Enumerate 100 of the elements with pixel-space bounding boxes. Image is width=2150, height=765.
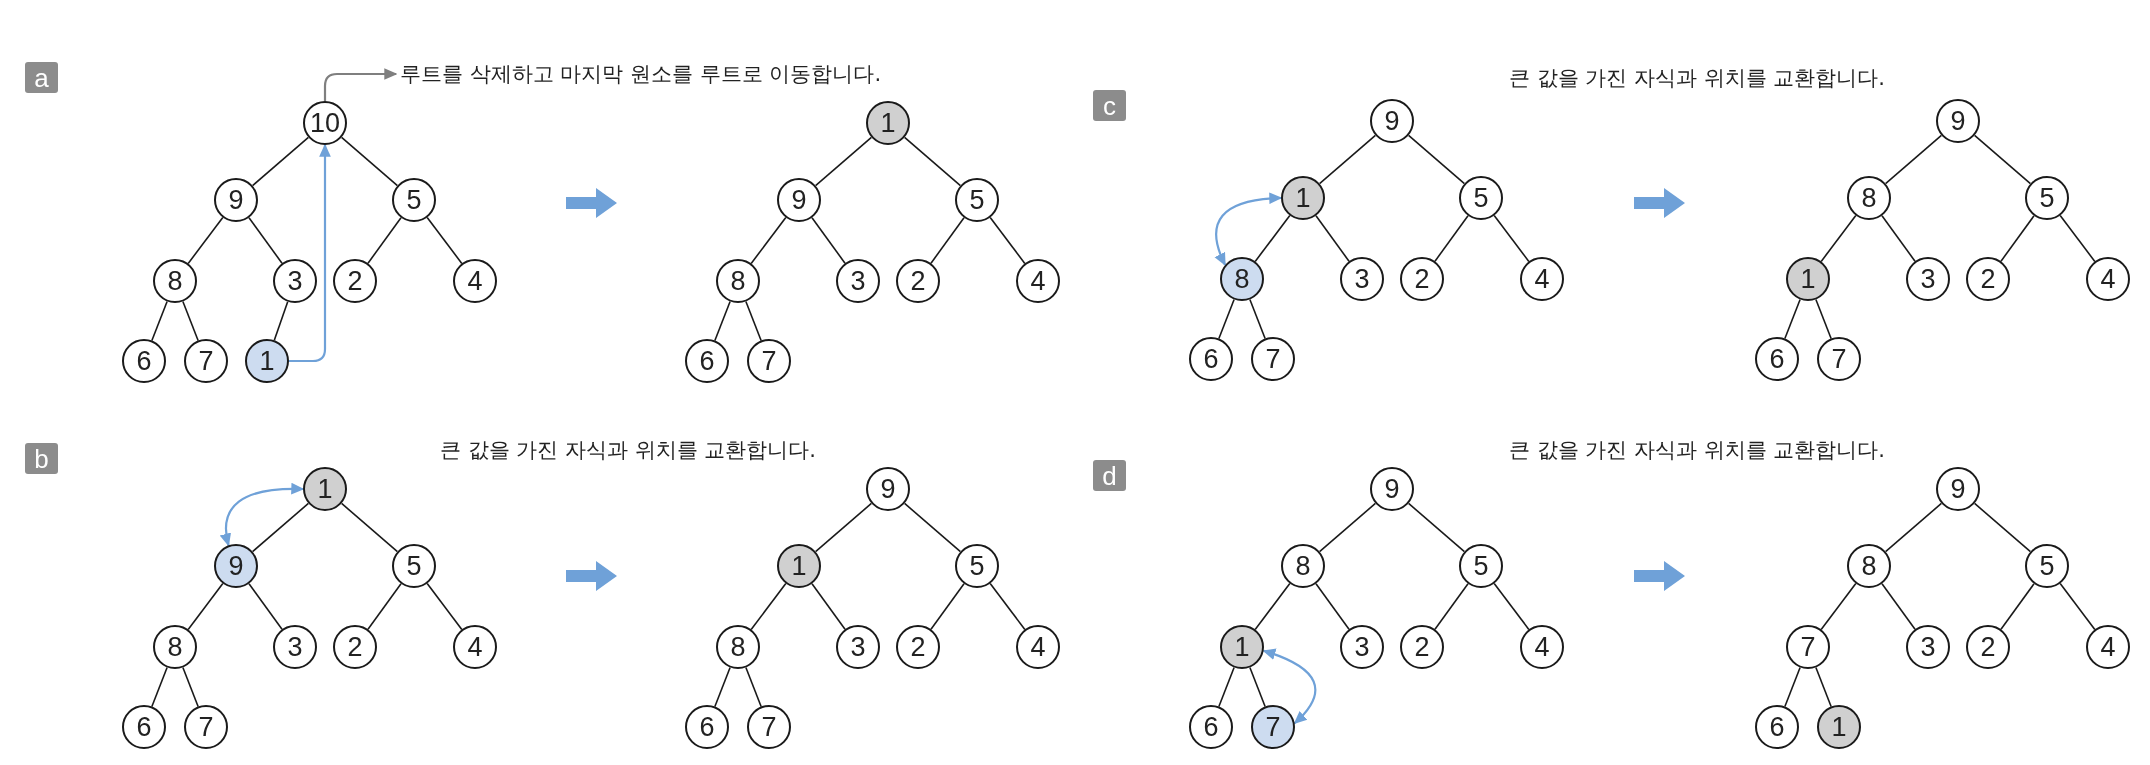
tree-edge [1407,134,1466,185]
tree-edge [1815,298,1832,340]
tree-node: 4 [1520,625,1564,669]
tree-edge [1815,666,1832,708]
tree-node: 2 [1966,257,2010,301]
panel-badge: d [1093,460,1126,491]
tree-edge [1973,502,2032,553]
tree-node: 8 [1847,176,1891,220]
tree-node: 6 [1755,705,1799,749]
tree-node: 7 [184,339,228,383]
tree-edge [248,583,283,630]
tree-edge [1315,583,1350,630]
tree-node: 8 [716,259,760,303]
tree-node: 3 [1340,625,1384,669]
tree-edge [1218,666,1235,708]
tree-node: 4 [1016,259,1060,303]
tree-edge [273,301,289,341]
tree-node: 1 [1220,625,1264,669]
tree-edge [814,502,873,553]
tree-node: 5 [955,178,999,222]
tree-node: 4 [453,625,497,669]
tree-node: 5 [1459,176,1503,220]
tree-node: 6 [685,339,729,383]
tree-node: 3 [1906,625,1950,669]
tree-node: 1 [303,467,347,511]
tree-edge [1784,298,1801,340]
tree-edge [1784,666,1801,708]
tree-edge [1218,298,1235,340]
tree-edge [1881,583,1916,630]
tree-node: 1 [777,544,821,588]
tree-node: 6 [1189,337,1233,381]
tree-node: 8 [153,625,197,669]
tree-node: 5 [955,544,999,588]
tree-node: 3 [1340,257,1384,301]
tree-node: 9 [1370,467,1414,511]
tree-node: 8 [716,625,760,669]
tree-node: 6 [685,705,729,749]
tree-edge [1820,582,1857,631]
tree-node: 9 [214,178,258,222]
tree-node: 4 [2086,625,2130,669]
tree-node: 7 [1251,337,1295,381]
tree-node: 6 [122,339,166,383]
tree-node: 9 [1370,99,1414,143]
tree-node: 8 [1847,544,1891,588]
tree-edge [151,666,168,708]
tree-edge [251,136,310,187]
tree-node: 7 [1251,705,1295,749]
tree-node: 4 [1016,625,1060,669]
tree-node: 5 [2025,176,2069,220]
tree-node: 1 [866,101,910,145]
tree-edge [2059,214,2096,263]
tree-node: 4 [1520,257,1564,301]
tree-node: 2 [896,625,940,669]
tree-node: 9 [214,544,258,588]
tree-edge [903,502,962,553]
tree-node: 10 [303,101,347,145]
tree-edge [367,583,402,630]
tree-node: 5 [1459,544,1503,588]
tree-node: 1 [245,339,289,383]
tree-node: 8 [1281,544,1325,588]
panel-badge: a [25,62,58,93]
tree-edge [1249,298,1266,340]
panel-badge: b [25,443,58,474]
caption: 큰 값을 가진 자식과 위치를 교환합니다. [1508,437,1886,463]
tree-edge [182,666,199,708]
tree-edge [340,502,399,553]
tree-node: 4 [453,259,497,303]
tree-node: 1 [1817,705,1861,749]
tree-node: 9 [777,178,821,222]
tree-edge [367,217,402,264]
tree-node: 7 [184,705,228,749]
tree-edge [426,216,463,265]
tree-node: 8 [153,259,197,303]
tree-edge [903,136,962,187]
tree-edge [1434,215,1469,262]
tree-edge [2000,583,2035,630]
tree-edge [1884,502,1943,553]
tree-node: 7 [1817,337,1861,381]
tree-edge [340,136,399,187]
tree-edge [1318,502,1377,553]
tree-node: 2 [333,259,377,303]
tree-edge [1254,214,1291,263]
tree-edge [930,583,965,630]
swap-arrow [1214,192,1283,267]
tree-edge [187,216,224,265]
tree-edge [1318,134,1377,185]
panel-badge: c [1093,90,1126,121]
tree-edge [187,582,224,631]
caption: 루트를 삭제하고 마지막 원소를 루트로 이동합니다. [400,61,882,87]
swap-arrow [220,483,305,547]
tree-edge [750,216,787,265]
tree-node: 7 [747,705,791,749]
tree-node: 4 [2086,257,2130,301]
tree-node: 1 [1281,176,1325,220]
tree-node: 6 [122,705,166,749]
tree-edge [1315,215,1350,262]
tree-edge [750,582,787,631]
tree-node: 3 [836,625,880,669]
tree-node: 6 [1755,337,1799,381]
tree-edge [2059,582,2096,631]
